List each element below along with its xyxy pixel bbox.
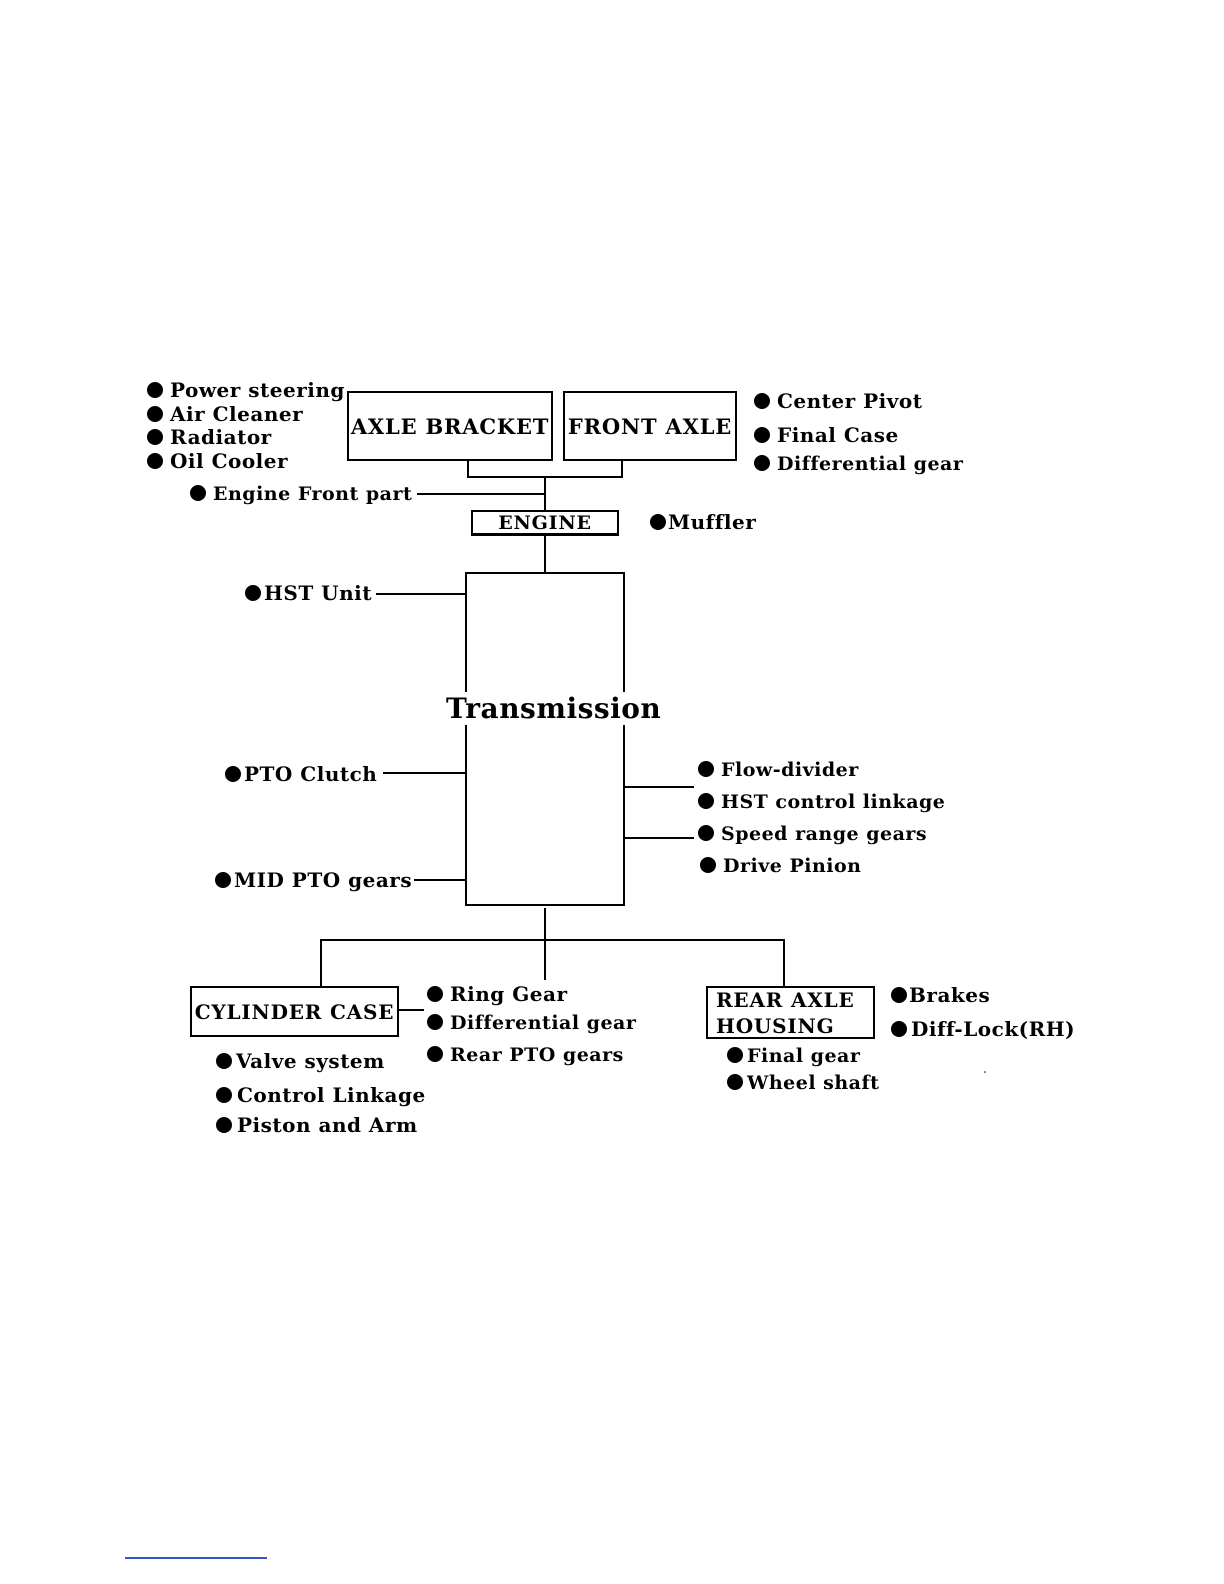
front-axle-box: FRONT AXLE <box>563 391 737 461</box>
bullet-icon <box>215 872 231 888</box>
footnote-rule <box>125 1557 267 1559</box>
axle-bracket-box: AXLE BRACKET <box>347 391 553 461</box>
bullet-icon <box>754 455 770 471</box>
differential-gear-front-item: Differential gear <box>754 455 963 474</box>
mid-pto-gears-item: MID PTO gears <box>215 870 412 890</box>
bullet-icon <box>891 987 907 1003</box>
rear-pto-gears-label: Rear PTO gears <box>450 1044 624 1066</box>
air-cleaner-label: Air Cleaner <box>170 402 304 426</box>
radiator-label: Radiator <box>170 425 272 449</box>
center-pivot-label: Center Pivot <box>777 389 923 413</box>
bullet-icon <box>727 1047 743 1063</box>
drive-pinion-item: Drive Pinion <box>700 857 861 876</box>
flow-divider-label: Flow-divider <box>721 759 859 781</box>
bullet-icon <box>727 1074 743 1090</box>
bullet-icon <box>700 857 716 873</box>
ring-gear-label: Ring Gear <box>450 982 568 1006</box>
bullet-icon <box>698 793 714 809</box>
bullet-icon <box>216 1053 232 1069</box>
bullet-icon <box>891 1021 907 1037</box>
bullet-icon <box>147 406 163 422</box>
drive-pinion-label: Drive Pinion <box>723 855 862 877</box>
hst-unit-label: HST Unit <box>264 581 373 605</box>
ring-gear-item: Ring Gear <box>427 984 568 1004</box>
bullet-icon <box>754 427 770 443</box>
brakes-item: Brakes <box>891 985 990 1005</box>
power-steering-label: Power steering <box>170 378 345 402</box>
valve-system-item: Valve system <box>216 1051 385 1071</box>
engine-box: ENGINE <box>471 510 619 536</box>
bullet-icon <box>698 825 714 841</box>
rear-pto-gears-item: Rear PTO gears <box>427 1046 624 1065</box>
control-linkage-label: Control Linkage <box>237 1083 426 1107</box>
muffler-item: Muffler <box>650 512 756 532</box>
speed-range-gears-label: Speed range gears <box>721 823 928 845</box>
bullet-icon <box>216 1087 232 1103</box>
diff-lock-item: Diff-Lock(RH) <box>891 1019 1075 1039</box>
bullet-icon <box>190 485 206 501</box>
wheel-shaft-label: Wheel shaft <box>747 1072 880 1094</box>
muffler-label: Muffler <box>668 510 757 534</box>
bullet-icon <box>147 382 163 398</box>
valve-system-label: Valve system <box>236 1049 385 1073</box>
power-steering-item: Power steering <box>147 380 345 400</box>
final-gear-item: Final gear <box>727 1047 860 1066</box>
bullet-icon <box>427 986 443 1002</box>
hst-unit-item: HST Unit <box>245 583 372 603</box>
bullet-icon <box>698 761 714 777</box>
speed-range-gears-item: Speed range gears <box>698 825 927 844</box>
wheel-shaft-item: Wheel shaft <box>727 1074 879 1093</box>
oil-cooler-label: Oil Cooler <box>170 449 289 473</box>
final-case-label: Final Case <box>777 423 899 447</box>
center-pivot-item: Center Pivot <box>754 391 922 411</box>
final-gear-label: Final gear <box>747 1045 861 1067</box>
brakes-label: Brakes <box>909 983 991 1007</box>
hst-control-linkage-item: HST control linkage <box>698 793 945 812</box>
control-linkage-item: Control Linkage <box>216 1085 426 1105</box>
flow-divider-item: Flow-divider <box>698 761 859 780</box>
bullet-icon <box>245 585 261 601</box>
rear-axle-housing-line-2: HOUSING <box>716 1013 835 1038</box>
engine-front-part-item: Engine Front part <box>190 485 412 504</box>
final-case-item: Final Case <box>754 425 899 445</box>
bullet-icon <box>147 429 163 445</box>
bullet-icon <box>216 1117 232 1133</box>
radiator-item: Radiator <box>147 427 272 447</box>
differential-gear-rear-label: Differential gear <box>450 1012 637 1034</box>
pto-clutch-label: PTO Clutch <box>244 762 378 786</box>
hst-control-linkage-label: HST control linkage <box>721 791 946 813</box>
bullet-icon <box>650 514 666 530</box>
pto-clutch-item: PTO Clutch <box>225 764 377 784</box>
diff-lock-label: Diff-Lock(RH) <box>911 1017 1076 1041</box>
rear-axle-housing-box: REAR AXLE HOUSING <box>706 986 875 1039</box>
oil-cooler-item: Oil Cooler <box>147 451 288 471</box>
bullet-icon <box>225 766 241 782</box>
bullet-icon <box>754 393 770 409</box>
piston-and-arm-label: Piston and Arm <box>237 1113 418 1137</box>
bullet-icon <box>427 1046 443 1062</box>
air-cleaner-item: Air Cleaner <box>147 404 303 424</box>
piston-and-arm-item: Piston and Arm <box>216 1115 418 1135</box>
bullet-icon <box>427 1014 443 1030</box>
cylinder-case-box: CYLINDER CASE <box>190 986 399 1037</box>
differential-gear-front-label: Differential gear <box>777 453 964 475</box>
bullet-icon <box>147 453 163 469</box>
differential-gear-rear-item: Differential gear <box>427 1014 636 1033</box>
rear-axle-housing-line-1: REAR AXLE <box>716 987 855 1012</box>
transmission-label: Transmission <box>446 692 662 725</box>
engine-front-part-label: Engine Front part <box>213 483 413 505</box>
mid-pto-gears-label: MID PTO gears <box>234 868 413 892</box>
